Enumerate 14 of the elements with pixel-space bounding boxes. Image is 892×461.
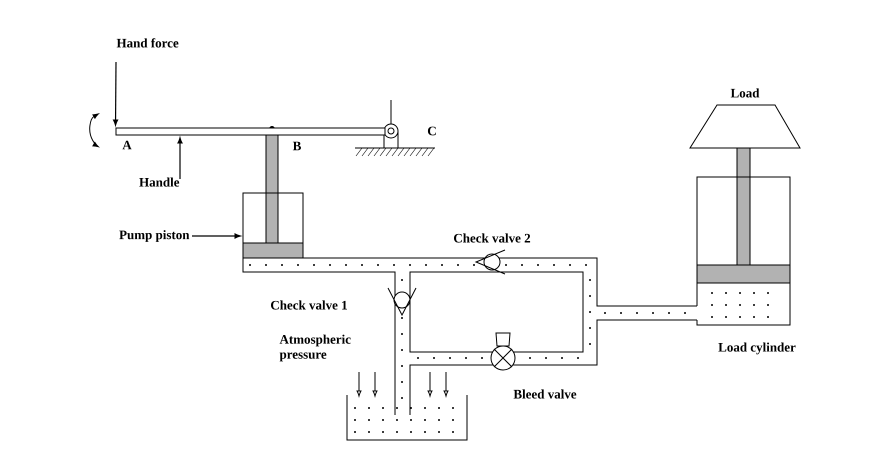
arrow bbox=[177, 137, 183, 179]
valve-label: Bleed valve bbox=[514, 389, 576, 399]
valve-label: Check valve 2 bbox=[454, 233, 530, 243]
pump-cylinder bbox=[242, 192, 304, 258]
load-cylinder: Load cylinder bbox=[696, 176, 796, 354]
pressure-label: Atmospheric pressure bbox=[280, 334, 351, 362]
arrow bbox=[192, 233, 241, 239]
part-label: Pump piston bbox=[119, 230, 190, 242]
node-label: Load bbox=[730, 88, 760, 98]
valve-label: Check valve 1 bbox=[271, 300, 347, 310]
force-label: Hand force bbox=[116, 38, 178, 48]
letter-label: C bbox=[428, 126, 436, 136]
arrow bbox=[113, 62, 118, 126]
part-label: Handle bbox=[139, 178, 180, 187]
